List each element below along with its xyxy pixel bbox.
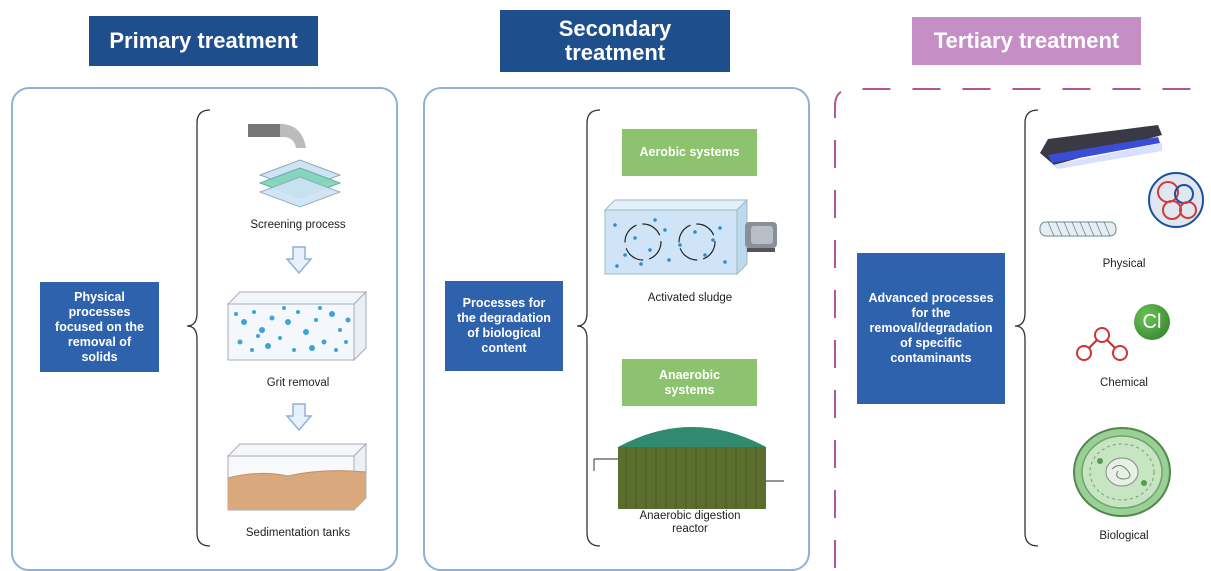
secondary-treatment-title: Secondary treatment — [500, 10, 730, 72]
primary-summary-box: Physical processes focused on the remova… — [40, 282, 159, 372]
tertiary-dashed-border — [834, 88, 1211, 568]
anaerobic-digester-icon — [593, 427, 784, 509]
ozone-molecule-icon — [1076, 327, 1128, 361]
grit-removal-label: Grit removal — [266, 377, 330, 389]
fullerene-icon — [1148, 172, 1204, 228]
grit-removal-icon — [226, 290, 368, 362]
aerobic-systems-box: Aerobic systems — [622, 129, 757, 176]
tertiary-brace — [1014, 109, 1039, 547]
chlorine-atom-icon: Cl — [1134, 304, 1170, 340]
screening-icon — [248, 124, 342, 208]
physical-label: Physical — [1102, 258, 1146, 270]
chemical-label: Chemical — [1100, 377, 1148, 389]
anaerobic-digestion-label: Anaerobic digestion reactor — [639, 510, 741, 536]
carbon-nanotube-icon — [1039, 221, 1117, 237]
primary-treatment-title: Primary treatment — [89, 16, 318, 66]
activated-sludge-icon — [603, 198, 777, 276]
primary-brace — [186, 109, 211, 547]
screening-label: Screening process — [250, 219, 346, 231]
biological-cell-icon — [1073, 427, 1171, 517]
tertiary-treatment-title: Tertiary treatment — [912, 17, 1141, 65]
down-arrow-icon — [285, 246, 313, 275]
sedimentation-tank-icon — [226, 442, 368, 512]
uv-lamp-icon — [1040, 125, 1162, 169]
secondary-brace — [576, 109, 601, 547]
tertiary-summary-box: Advanced processes for the removal/degra… — [857, 253, 1005, 404]
sedimentation-label: Sedimentation tanks — [245, 527, 351, 539]
secondary-summary-box: Processes for the degradation of biologi… — [445, 281, 563, 371]
anaerobic-systems-box: Anaerobic systems — [622, 359, 757, 406]
biological-label: Biological — [1099, 530, 1149, 542]
down-arrow-icon — [285, 403, 313, 432]
activated-sludge-label: Activated sludge — [647, 292, 733, 304]
